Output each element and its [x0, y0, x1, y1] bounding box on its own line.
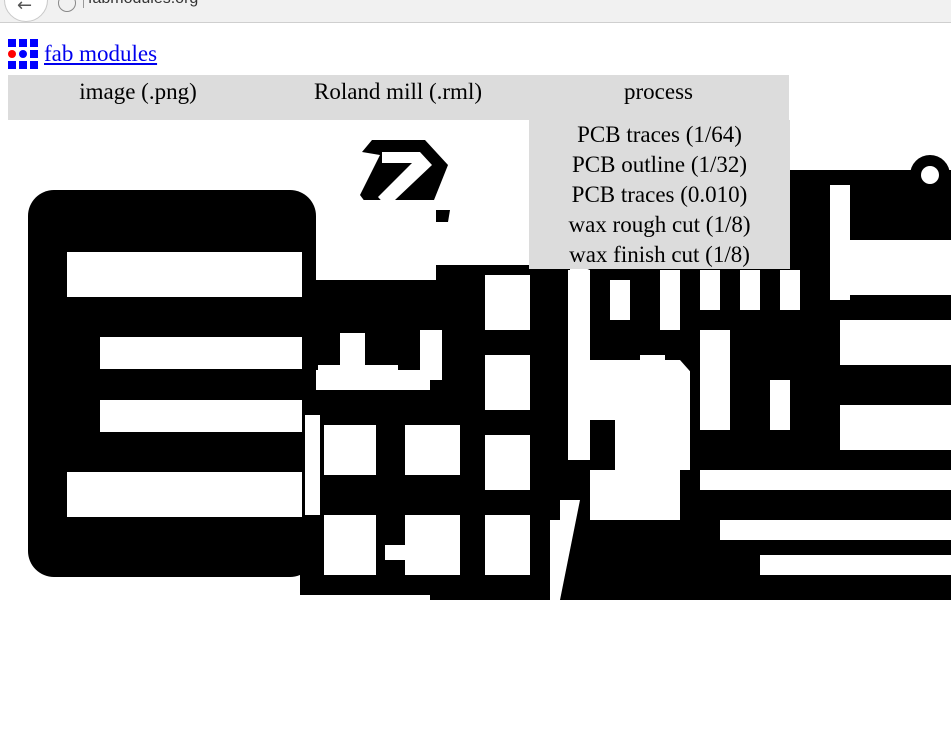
- url-separator: [83, 0, 84, 8]
- isolation-gap: [385, 545, 410, 560]
- z-pad-cutout: [378, 152, 432, 210]
- isolation-gap: [640, 355, 665, 455]
- isolation-gap: [700, 330, 730, 430]
- isolation-gap: [485, 435, 530, 490]
- isolation-gap: [405, 515, 460, 575]
- isolation-gap: [720, 520, 951, 540]
- process-option-wax-finish-cut[interactable]: wax finish cut (1/8): [569, 242, 750, 267]
- isolation-gap: [590, 470, 680, 520]
- menu-process[interactable]: process: [624, 79, 693, 104]
- isolation-gap: [760, 555, 951, 575]
- isolation-gap: [610, 280, 630, 320]
- isolation-gap: [324, 515, 376, 575]
- mounting-hole-center: [921, 166, 939, 184]
- isolation-gap: [568, 270, 590, 460]
- process-dropdown: PCB traces (1/64) PCB outline (1/32) PCB…: [529, 120, 790, 269]
- process-option-pcb-traces-1-64[interactable]: PCB traces (1/64): [577, 122, 742, 147]
- isolation-gap: [700, 470, 951, 490]
- back-arrow-icon: ←: [17, 0, 33, 16]
- trace: [300, 245, 320, 285]
- process-option-wax-rough-cut[interactable]: wax rough cut (1/8): [568, 212, 751, 237]
- isolation-gap: [405, 425, 460, 475]
- app-brand: fab modules: [8, 39, 157, 69]
- fab-modules-logo[interactable]: [8, 39, 38, 69]
- isolation-gap: [740, 270, 760, 310]
- isolation-gap: [485, 355, 530, 410]
- menu-bar: image (.png) Roland mill (.rml) process: [8, 75, 789, 120]
- process-option-pcb-outline-1-32[interactable]: PCB outline (1/32): [571, 152, 748, 177]
- isolation-gap: [340, 333, 365, 378]
- isolation-gap: [420, 330, 442, 380]
- isolation-gap: [700, 270, 720, 310]
- isolation-gap: [660, 270, 680, 330]
- app-title-link[interactable]: fab modules: [44, 41, 158, 66]
- process-option-pcb-traces-0-010[interactable]: PCB traces (0.010): [571, 182, 748, 207]
- menu-input-format[interactable]: image (.png): [79, 79, 197, 104]
- usb-slot: [67, 252, 302, 297]
- isolation-gap: [485, 515, 530, 575]
- menu-output-format[interactable]: Roland mill (.rml): [313, 79, 482, 104]
- isolation-gap: [305, 415, 320, 515]
- usb-connector-pad: [28, 190, 316, 577]
- isolation-gap: [840, 405, 951, 450]
- isolation-gap: [485, 275, 530, 330]
- isolation-gap: [780, 270, 800, 310]
- isolation-gap: [324, 425, 376, 475]
- isolation-gap: [850, 240, 951, 295]
- usb-slot: [67, 472, 302, 517]
- isolation-gap: [830, 185, 850, 300]
- usb-slot: [100, 337, 302, 369]
- usb-slot: [100, 400, 302, 432]
- isolation-gap: [770, 380, 790, 430]
- isolation-gap: [316, 200, 436, 280]
- isolation-gap: [840, 320, 951, 365]
